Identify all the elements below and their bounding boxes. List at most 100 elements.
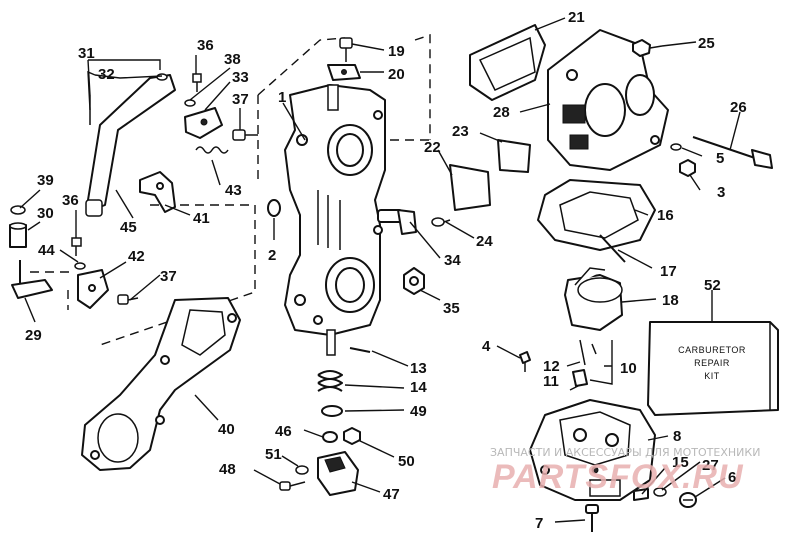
- screw-36-left: [71, 237, 82, 256]
- watermark: ЗАПЧАСТИ И АКСЕССУАРЫ ДЛЯ МОТОТЕХНИКИ PA…: [490, 446, 760, 496]
- screw-19: [339, 37, 353, 62]
- screw-25: [632, 39, 663, 57]
- arm-41: [139, 171, 176, 213]
- bushing-46: [322, 431, 338, 443]
- nut-35: [403, 267, 425, 295]
- callout-12: 12: [543, 358, 560, 375]
- callout-38: 38: [224, 51, 241, 68]
- callout-40: 40: [218, 421, 235, 438]
- seat-11: [572, 369, 588, 387]
- watermark-subtitle: ЗАПЧАСТИ И АКСЕССУАРЫ ДЛЯ МОТОТЕХНИКИ: [490, 446, 760, 459]
- callout-30: 30: [37, 205, 54, 222]
- lever-33: [184, 107, 223, 139]
- screw-37-top: [232, 129, 258, 141]
- float-18: [564, 267, 623, 331]
- callout-10: 10: [620, 360, 637, 377]
- callout-15: 15: [672, 454, 689, 471]
- callout-11: 11: [543, 373, 559, 390]
- callout-24: 24: [476, 233, 493, 250]
- float-bowl-8: [529, 399, 656, 501]
- callout-26: 26: [730, 99, 747, 116]
- callout-36b: 36: [62, 192, 79, 209]
- screw-48: [279, 481, 306, 491]
- screw-24: [431, 217, 451, 227]
- screw-36-top: [192, 73, 202, 92]
- callout-13: 13: [410, 360, 427, 377]
- gasket-16: [537, 179, 656, 251]
- callout-31: 31: [78, 45, 95, 62]
- repair-kit-box-52: CARBURETOR REPAIR KIT: [647, 321, 779, 416]
- callout-14: 14: [410, 379, 427, 396]
- callout-37b: 37: [160, 268, 177, 285]
- callout-36a: 36: [197, 37, 214, 54]
- washer-5: [670, 143, 682, 151]
- callout-2: 2: [268, 247, 276, 264]
- callout-34: 34: [444, 252, 461, 269]
- spring-43: [195, 146, 229, 154]
- callout-44: 44: [38, 242, 55, 259]
- kit-label-line1: CARBURETOR: [678, 345, 746, 355]
- callout-42: 42: [128, 248, 145, 265]
- callout-46: 46: [275, 423, 292, 440]
- callout-8: 8: [673, 428, 681, 445]
- callout-47: 47: [383, 486, 400, 503]
- bushing-30: [9, 222, 27, 248]
- throttle-link-45: [85, 74, 176, 217]
- callout-17: 17: [660, 263, 677, 280]
- callout-48: 48: [219, 461, 236, 478]
- callout-35: 35: [443, 300, 460, 317]
- lever-29: [11, 260, 53, 299]
- kit-label-line2: REPAIR: [694, 358, 730, 368]
- carburetor-body: [284, 84, 386, 356]
- callout-19: 19: [388, 43, 405, 60]
- callout-1: 1: [278, 89, 286, 106]
- gasket-23: [497, 139, 531, 173]
- plate-22: [449, 164, 491, 211]
- washer-44: [74, 262, 86, 270]
- washer-39: [10, 205, 26, 215]
- callout-28: 28: [493, 104, 510, 121]
- washer-38: [184, 99, 196, 107]
- callout-20: 20: [388, 66, 405, 83]
- screw-37-left: [117, 294, 139, 305]
- kit-label-line3: KIT: [704, 371, 720, 381]
- callout-7: 7: [535, 515, 543, 532]
- callout-5: 5: [716, 150, 724, 167]
- callout-43: 43: [225, 182, 242, 199]
- bushing-2: [267, 199, 281, 217]
- needle-valve-12: [579, 339, 597, 366]
- retainer-32: [156, 73, 168, 81]
- callout-32: 32: [98, 66, 115, 83]
- callout-39: 39: [37, 172, 54, 189]
- gasket-21: [469, 24, 546, 101]
- bracket-42: [30, 269, 109, 310]
- screw-7: [585, 504, 599, 532]
- screw-6: [679, 492, 697, 508]
- callout-41: 41: [193, 210, 210, 227]
- nut-3: [679, 159, 696, 177]
- callout-49: 49: [410, 403, 427, 420]
- leader-lines: [19, 17, 741, 523]
- callout-51: 51: [265, 446, 282, 463]
- callout-22: 22: [424, 139, 441, 156]
- callout-6: 6: [728, 469, 736, 486]
- washer-49: [321, 405, 343, 417]
- pin-13: [349, 347, 371, 353]
- callout-33: 33: [232, 69, 249, 86]
- spring-14: [317, 370, 343, 392]
- callout-16: 16: [657, 207, 674, 224]
- fitting-34: [377, 209, 417, 235]
- callout-4: 4: [482, 338, 491, 355]
- gasket-40: [81, 297, 241, 471]
- bolt-26: [692, 136, 773, 169]
- callout-21: 21: [568, 9, 585, 26]
- clamp-47: [317, 451, 359, 496]
- bracket-20: [327, 64, 361, 81]
- screw-4: [519, 351, 531, 372]
- callout-3: 3: [717, 184, 725, 201]
- callout-29: 29: [25, 327, 42, 344]
- callout-45: 45: [120, 219, 137, 236]
- callout-27: 27: [702, 457, 719, 474]
- callout-23: 23: [452, 123, 469, 140]
